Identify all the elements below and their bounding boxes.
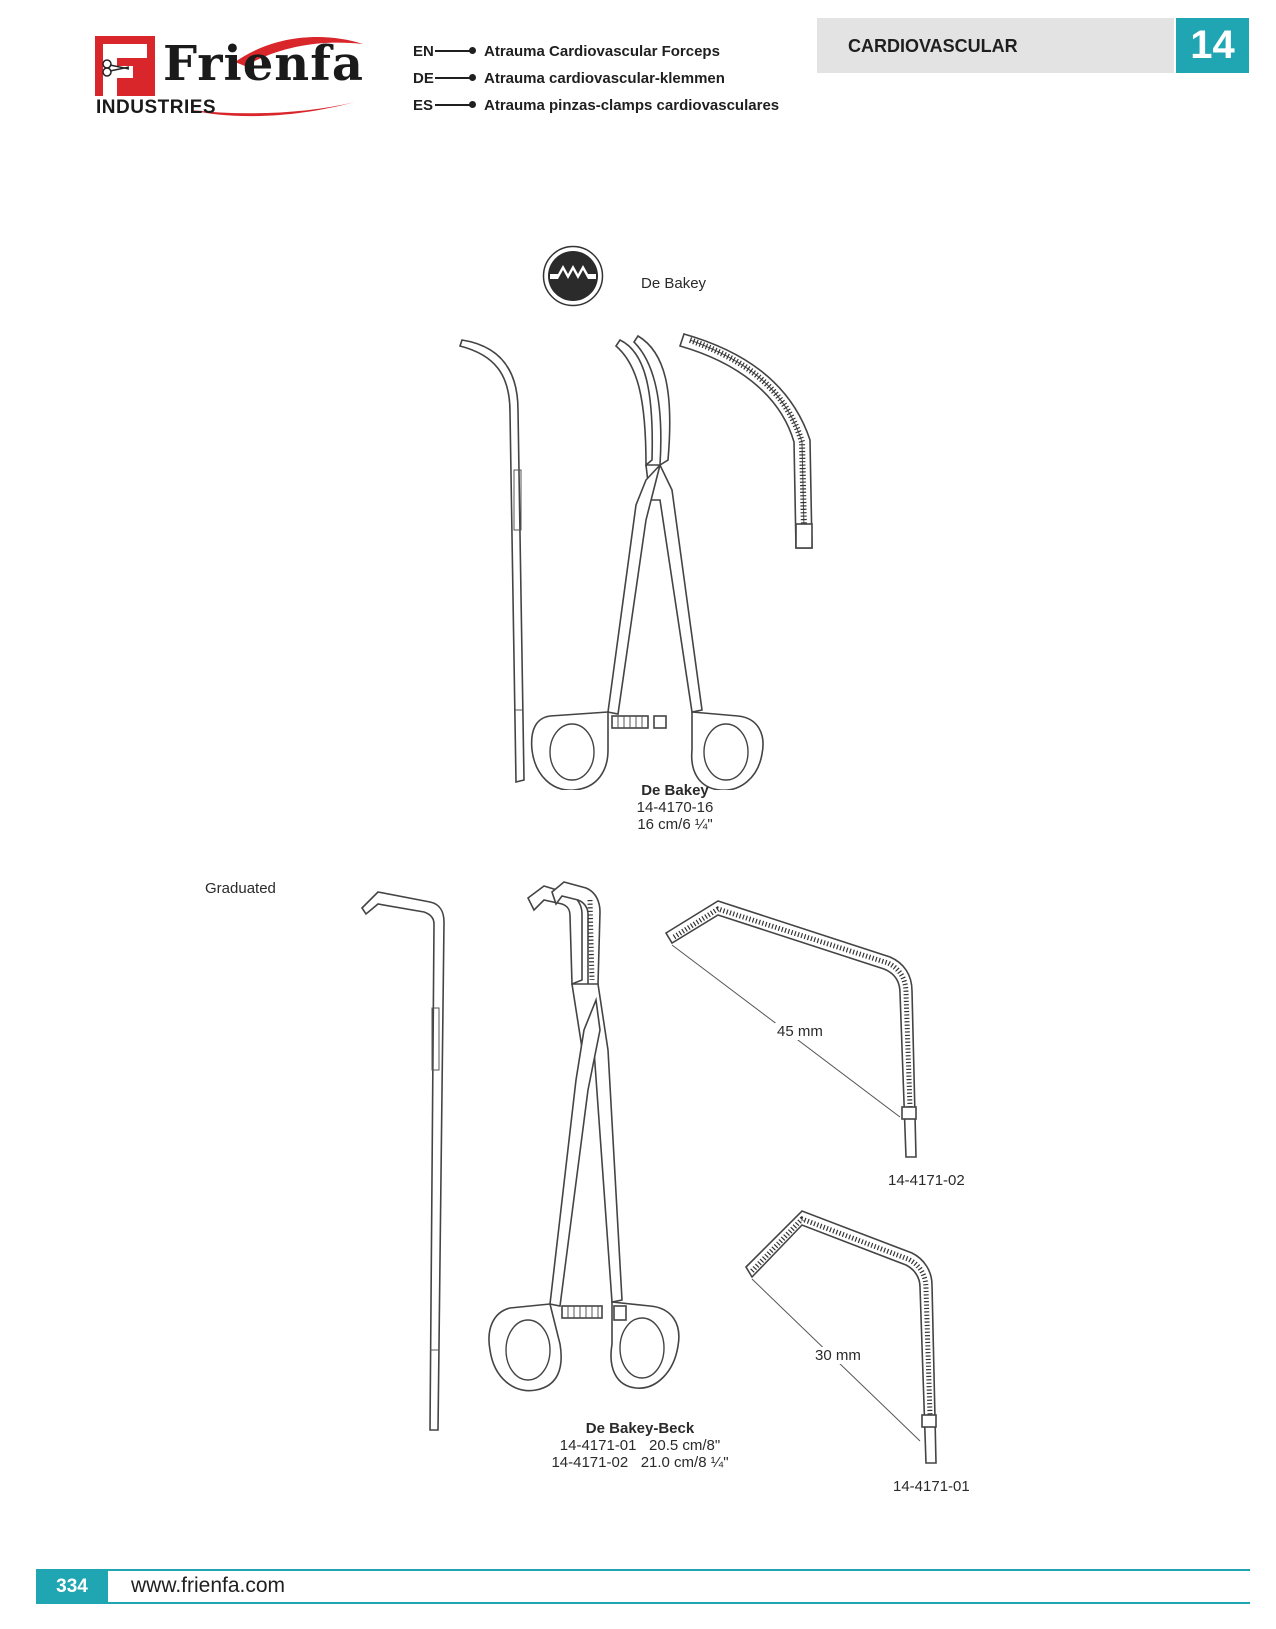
product2-variant-code: 14-4171-01 <box>559 1437 637 1454</box>
detail2-measure: 30 mm <box>813 1347 863 1364</box>
product2-caption: De Bakey-Beck 14-4171-01 20.5 cm/8" 14-4… <box>540 1420 740 1471</box>
detail2-code: 14-4171-01 <box>893 1478 970 1495</box>
detail1-code: 14-4171-02 <box>888 1172 965 1189</box>
jaw-detail-30mm-illustration <box>744 1210 937 1464</box>
language-code: EN <box>413 42 434 60</box>
footer-rule-bottom <box>36 1602 1250 1604</box>
jaw-pattern-icon <box>542 245 604 307</box>
language-code: DE <box>413 69 434 87</box>
bullet-line-icon <box>435 74 476 81</box>
category-bar <box>817 18 1174 73</box>
de-bakey-beck-forceps-illustration <box>360 881 680 1431</box>
language-code: ES <box>413 96 434 114</box>
category-label: CARDIOVASCULAR <box>848 36 1018 56</box>
brand-name: Frienfa <box>163 36 364 92</box>
language-text: Atrauma pinzas-clamps cardiovasculares <box>484 96 780 114</box>
product1-size: 16 cm/6 ¼" <box>637 816 713 833</box>
product2-variant-size: 20.5 cm/8" <box>649 1437 721 1454</box>
brand-swoosh-icon <box>190 37 363 117</box>
product1-code: 14-4170-16 <box>636 799 714 816</box>
footer-rule-top <box>36 1569 1250 1571</box>
product2-variant-code: 14-4171-02 <box>551 1454 629 1471</box>
language-text: Atrauma cardiovascular-klemmen <box>484 69 725 87</box>
product2-name: De Bakey-Beck <box>585 1420 695 1437</box>
page-number: 334 <box>36 1571 108 1602</box>
language-text: Atrauma Cardiovascular Forceps <box>484 42 720 60</box>
graduated-label: Graduated <box>205 880 276 897</box>
product1-caption: De Bakey 14-4170-16 16 cm/6 ¼" <box>615 782 735 833</box>
brand-subtitle: INDUSTRIES <box>96 97 217 118</box>
language-row-en: EN Atrauma Cardiovascular Forceps <box>413 40 720 62</box>
footer-website-link[interactable]: www.frienfa.com <box>131 1574 286 1597</box>
product1-name: De Bakey <box>641 782 709 799</box>
product2-variant-size: 21.0 cm/8 ¼" <box>640 1454 729 1471</box>
jaw-pattern-label: De Bakey <box>641 275 707 292</box>
category-number: 14 <box>1176 18 1249 73</box>
bullet-line-icon <box>435 101 476 108</box>
language-row-es: ES Atrauma pinzas-clamps cardiovasculare… <box>413 94 779 116</box>
detail1-measure: 45 mm <box>775 1023 825 1040</box>
language-row-de: DE Atrauma cardiovascular-klemmen <box>413 67 725 89</box>
jaw-detail-45mm-illustration <box>664 900 917 1158</box>
bullet-line-icon <box>435 47 476 54</box>
de-bakey-forceps-illustration <box>458 333 813 790</box>
brand-logo-mark <box>95 36 155 96</box>
